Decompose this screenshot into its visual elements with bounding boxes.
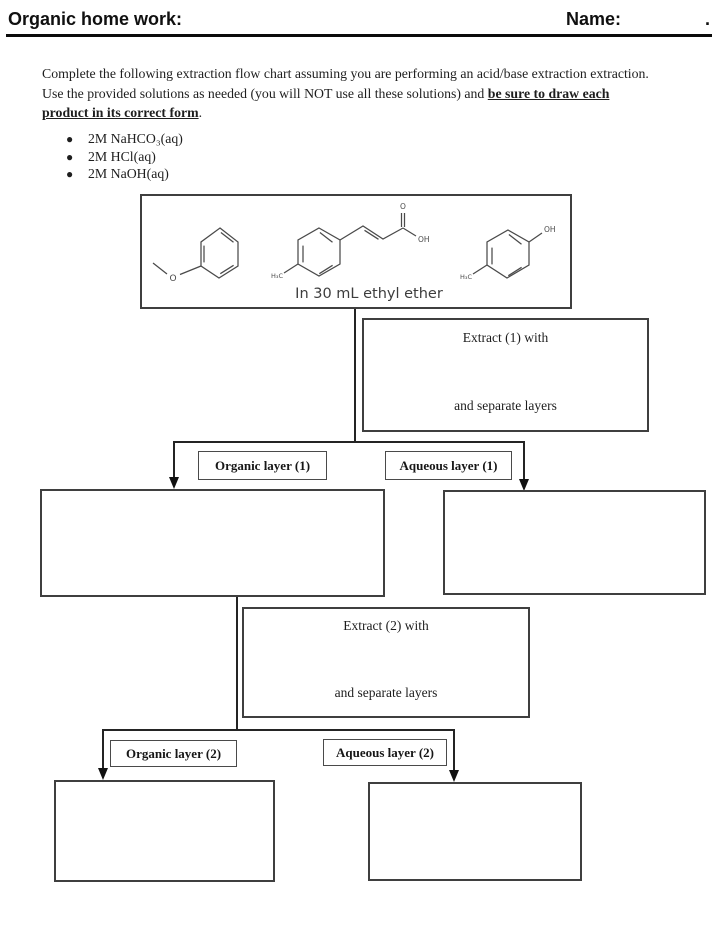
molecule-structures: O H₃C O OH: [152, 202, 556, 284]
instructions-period: .: [198, 105, 203, 120]
carbonyl-oxygen-label: O: [400, 202, 406, 211]
header-rule: Organic home work: Name: .: [6, 6, 712, 37]
extract-2-box[interactable]: Extract (2) with and separate layers: [242, 607, 530, 718]
list-item: ● 2M NaOH(aq): [66, 166, 183, 184]
arrow-down-icon: [98, 768, 108, 780]
extract-1-subtitle: and separate layers: [454, 398, 557, 413]
aqueous-layer-1-label: Aqueous layer (1): [385, 451, 512, 480]
solvent-caption: In 30 mL ethyl ether: [295, 286, 443, 302]
instructions-text: Complete the following extraction flow c…: [42, 66, 649, 101]
list-item: ● 2M HCl(aq): [66, 149, 183, 167]
organic-layer-1-label: Organic layer (1): [198, 451, 327, 480]
aqueous-layer-2-label: Aqueous layer (2): [323, 739, 447, 766]
solutions-list: ● 2M NaHCO₃(aq) ● 2M HCl(aq) ● 2M NaOH(a…: [66, 131, 183, 184]
extract-2-subtitle: and separate layers: [334, 685, 438, 700]
anisole-structure: O: [152, 227, 239, 284]
p-cresol-structure: OH H₃C: [460, 225, 556, 281]
solution-label: 2M NaHCO₃(aq): [88, 131, 183, 146]
page-title: Organic home work:: [8, 9, 183, 29]
extract-1-title: Extract (1) with: [462, 330, 549, 345]
instructions-emphasis: be sure to draw each product in its corr…: [42, 85, 610, 121]
organic-layer-2-answer-box[interactable]: [54, 780, 275, 882]
arrow-down-icon: [449, 770, 459, 782]
bullet-icon: ●: [66, 132, 74, 146]
aqueous-layer-2-answer-box[interactable]: [368, 782, 582, 881]
hydroxyl-label: OH: [544, 225, 556, 234]
hydroxyl-label: OH: [418, 235, 430, 244]
methyl-label: H₃C: [271, 272, 283, 280]
aqueous-layer-1-answer-box[interactable]: [443, 490, 706, 595]
extract-1-box[interactable]: Extract (1) with and separate layers: [362, 318, 649, 432]
organic-layer-2-label: Organic layer (2): [110, 740, 237, 767]
name-line-period: .: [704, 9, 710, 29]
organic-layer-1-answer-box[interactable]: [40, 489, 385, 597]
bullet-icon: ●: [66, 149, 74, 164]
oxygen-label: O: [169, 274, 176, 284]
list-item: ● 2M NaHCO₃(aq): [66, 131, 183, 149]
solution-label: 2M HCl(aq): [88, 148, 156, 164]
bullet-icon: ●: [66, 167, 74, 181]
arrow-down-icon: [169, 477, 179, 489]
instructions-paragraph: Complete the following extraction flow c…: [42, 64, 650, 123]
name-label: Name:: [566, 9, 622, 29]
extract-2-title: Extract (2) with: [343, 618, 429, 633]
methyl-label: H₃C: [460, 273, 472, 281]
solution-label: 2M NaOH(aq): [88, 166, 169, 181]
methylcinnamic-acid-structure: H₃C O OH: [271, 202, 430, 280]
starting-mixture-box: O H₃C O OH: [140, 194, 572, 309]
